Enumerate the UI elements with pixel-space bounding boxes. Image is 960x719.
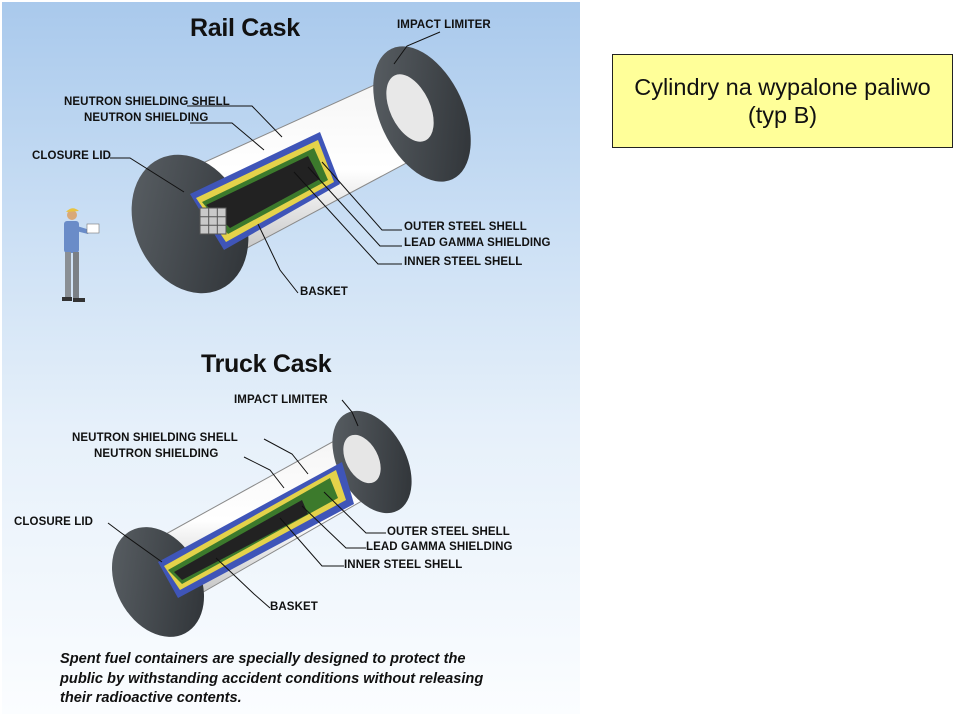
truck-inner-steel-shell-label: INNER STEEL SHELL (344, 559, 463, 571)
slide-note-box: Cylindry na wypalone paliwo (typ B) (612, 54, 953, 148)
note-line-2: (typ B) (747, 102, 818, 128)
note-line-1: Cylindry na wypalone paliwo (634, 74, 931, 100)
rail-lead-gamma-shielding-label: LEAD GAMMA SHIELDING (404, 237, 551, 249)
truck-outer-steel-shell-label: OUTER STEEL SHELL (387, 526, 510, 538)
rail-neutron-shielding-shell-label: NEUTRON SHIELDING SHELL (64, 96, 230, 108)
rail-impact-limiter-label: IMPACT LIMITER (397, 19, 491, 31)
worker-figure (62, 208, 100, 302)
rail-cask-title: Rail Cask (190, 14, 300, 42)
truck-basket-label: BASKET (270, 601, 318, 613)
rail-closure-lid-label: CLOSURE LID (32, 150, 112, 162)
rail-outer-steel-shell-label: OUTER STEEL SHELL (404, 221, 527, 233)
cask-diagram-poster: Rail Cask IMPACT LIMITER NEUTRON SHIELDI… (2, 2, 580, 714)
truck-neutron-shielding-shell-label: NEUTRON SHIELDING SHELL (72, 432, 238, 444)
rail-neutron-shielding-label: NEUTRON SHIELDING (84, 112, 209, 124)
rail-cask (110, 31, 471, 294)
truck-neutron-shielding-label: NEUTRON SHIELDING (94, 448, 219, 460)
truck-impact-limiter-label: IMPACT LIMITER (234, 394, 328, 406)
truck-cask-title: Truck Cask (201, 350, 332, 378)
truck-cask (107, 399, 412, 637)
cask-illustration (62, 31, 471, 637)
diagram-caption: Spent fuel containers are specially desi… (60, 651, 484, 706)
truck-closure-lid-label: CLOSURE LID (14, 516, 94, 528)
truck-lead-gamma-shielding-label: LEAD GAMMA SHIELDING (366, 541, 513, 553)
rail-inner-steel-shell-label: INNER STEEL SHELL (404, 256, 523, 268)
rail-basket-label: BASKET (300, 286, 348, 298)
